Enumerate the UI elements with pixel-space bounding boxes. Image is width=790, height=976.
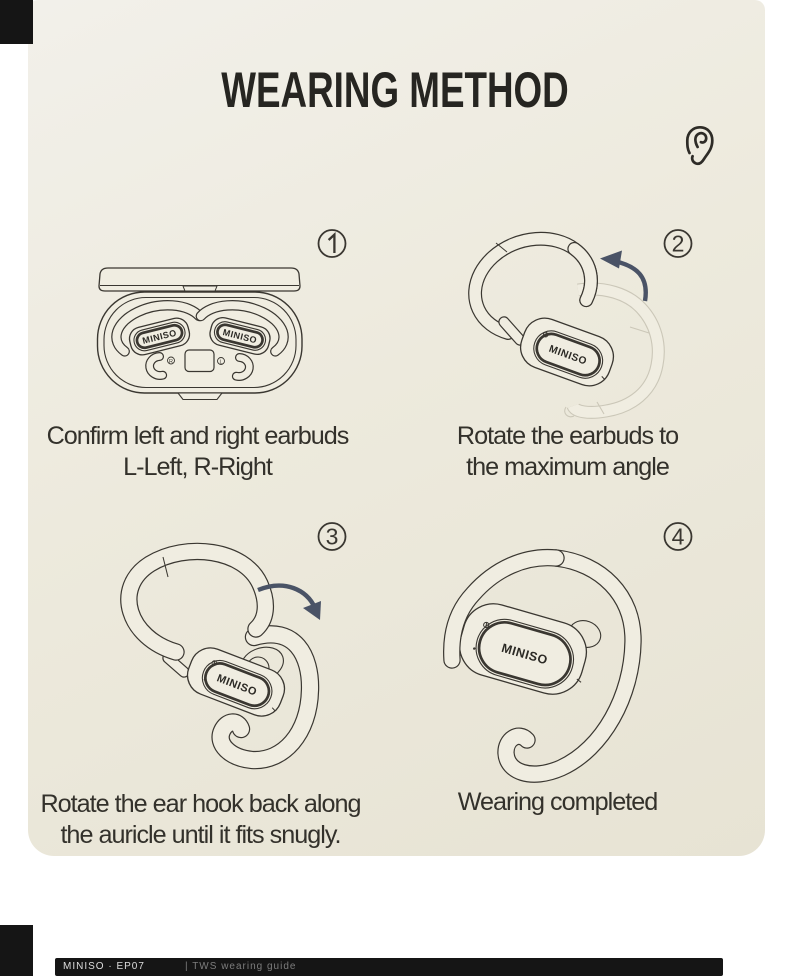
svg-text:3: 3 <box>326 524 339 550</box>
svg-text:2: 2 <box>672 231 685 257</box>
svg-text:R: R <box>169 359 173 365</box>
svg-text:4: 4 <box>672 524 685 550</box>
svg-text:L: L <box>219 360 222 366</box>
